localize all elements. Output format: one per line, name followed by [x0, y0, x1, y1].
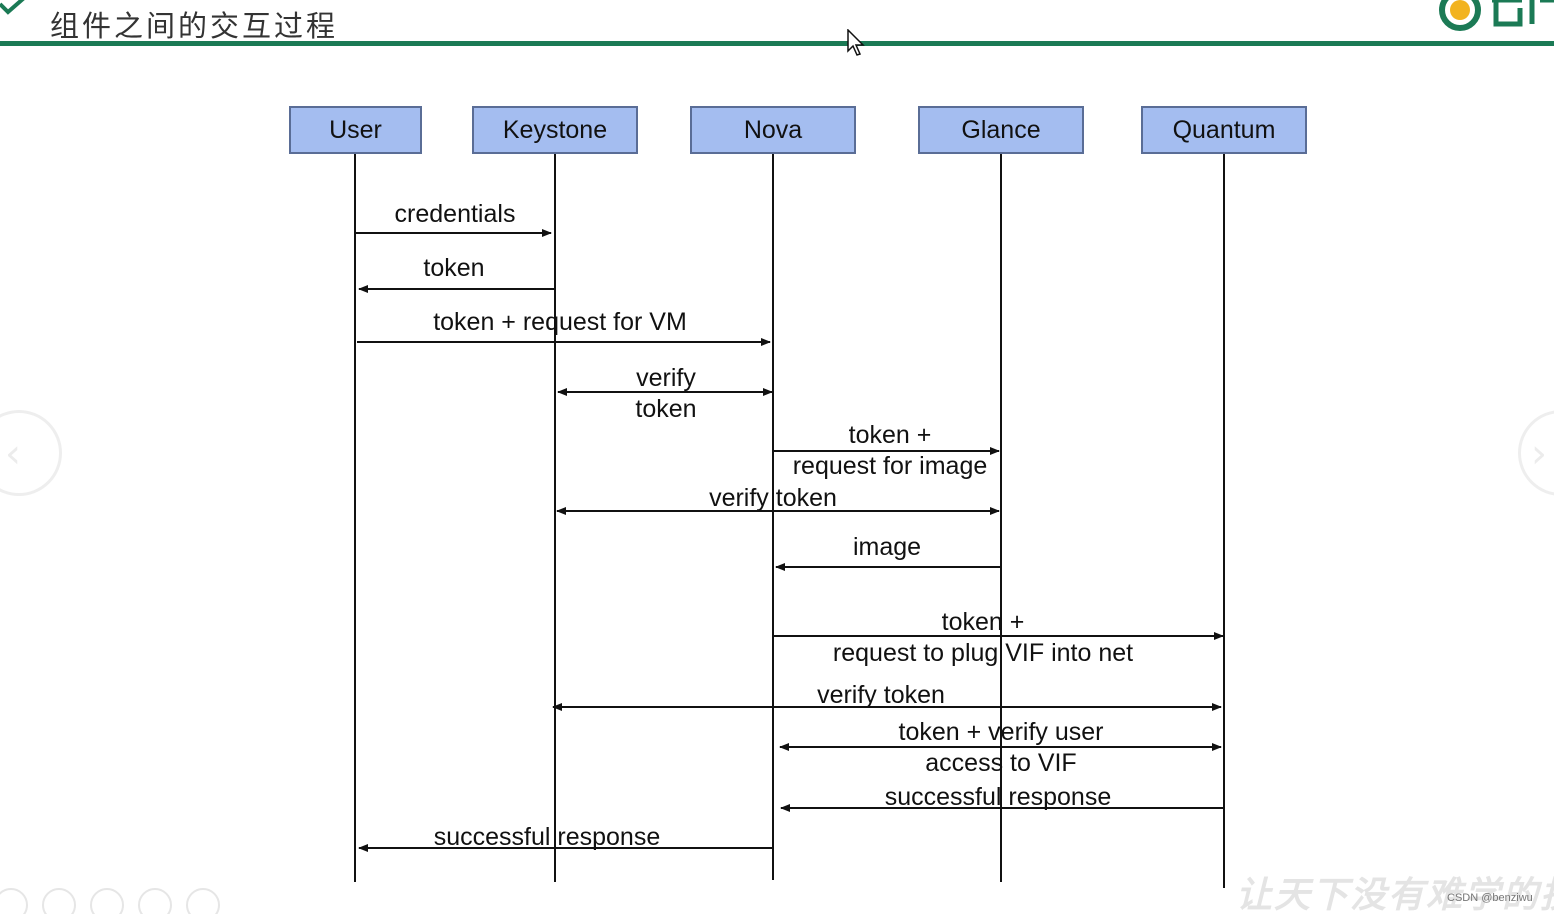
grid-button[interactable] — [90, 888, 124, 914]
message-label-10-line-2: access to VIF — [925, 749, 1076, 777]
next-slide-icon: › — [1531, 431, 1547, 477]
header-divider — [0, 41, 1554, 46]
message-label-12-line-1: successful response — [434, 823, 661, 851]
participant-label-keystone: Keystone — [503, 116, 607, 144]
slide-toolbar — [0, 884, 240, 914]
cursor-icon — [847, 29, 865, 56]
message-label-9-line-1: verify token — [817, 681, 945, 709]
participant-label-quantum: Quantum — [1173, 116, 1276, 144]
check-icon — [0, 0, 25, 15]
participant-label-user: User — [329, 116, 382, 144]
message-label-1-line-1: credentials — [395, 200, 516, 228]
message-label-2-line-1: token — [423, 254, 484, 282]
message-label-5-line-2: request for image — [793, 452, 988, 480]
message-label-5-line-1: token + — [849, 421, 932, 449]
message-label-7-line-1: image — [853, 533, 921, 561]
watermark: 让天下没有难学的技 — [1236, 874, 1554, 914]
zoom-button[interactable] — [138, 888, 172, 914]
prev-slide-icon: ‹ — [5, 431, 21, 477]
message-label-8-line-2: request to plug VIF into net — [833, 639, 1133, 667]
participant-box-nova — [690, 106, 856, 154]
message-label-8-line-1: token + — [942, 608, 1025, 636]
participant-box-keystone — [472, 106, 638, 154]
message-label-11-line-1: successful response — [885, 783, 1112, 811]
message-label-3-line-1: token + request for VM — [433, 308, 687, 336]
more-button[interactable] — [186, 888, 220, 914]
participant-label-nova: Nova — [744, 116, 802, 144]
message-label-10-line-1: token + verify user — [899, 718, 1104, 746]
message-label-4-line-2: token — [635, 395, 696, 423]
message-label-6-line-1: verify token — [709, 484, 837, 512]
participant-box-quantum — [1141, 106, 1307, 154]
credit-text: CSDN @benziwu — [1447, 892, 1533, 904]
play-button[interactable] — [0, 888, 28, 914]
pen-button[interactable] — [42, 888, 76, 914]
participant-box-glance — [918, 106, 1084, 154]
page-title: 组件之间的交互过程 — [50, 9, 339, 43]
participant-label-glance: Glance — [961, 116, 1040, 144]
participant-box-user — [289, 106, 422, 154]
message-label-4-line-1: verify — [636, 364, 696, 392]
logo-icon — [1439, 0, 1554, 31]
